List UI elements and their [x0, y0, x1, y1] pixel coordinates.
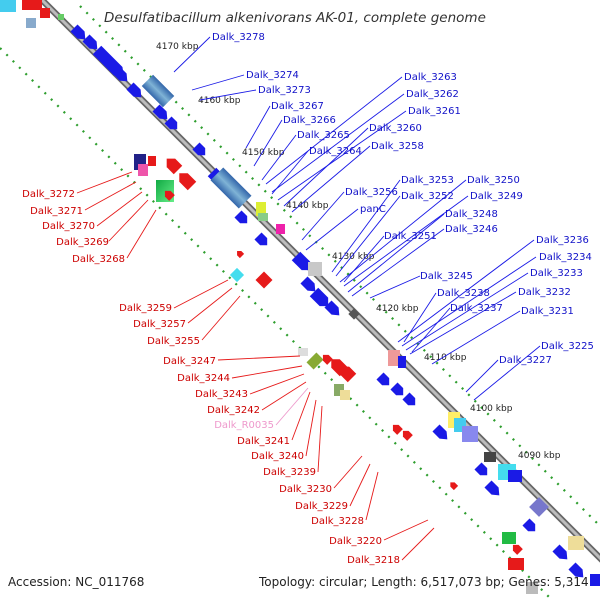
- gene-label: Dalk_3230: [279, 484, 332, 495]
- gene-label: Dalk_3268: [72, 254, 125, 265]
- gene-label: Dalk_3245: [420, 271, 473, 282]
- kbp-label: 4160 kbp: [198, 96, 241, 106]
- leader-lines-forward: [173, 36, 541, 401]
- kbp-label: 4170 kbp: [156, 42, 199, 52]
- gene-label: Dalk_3261: [408, 106, 461, 117]
- gene-label: Dalk_3253: [401, 175, 454, 186]
- gene-label: Dalk_3240: [251, 451, 304, 462]
- gene-label: Dalk_3231: [521, 306, 574, 317]
- gene-label: Dalk_3264: [309, 146, 362, 157]
- gene-label: Dalk_3269: [56, 237, 109, 248]
- gene-label: Dalk_3265: [297, 130, 350, 141]
- gene-label: Dalk_3256: [345, 187, 398, 198]
- kbp-label: 4150 kbp: [242, 148, 285, 158]
- gene-label: Dalk_3250: [467, 175, 520, 186]
- gene-label: Dalk_3266: [283, 115, 336, 126]
- gene-label: Dalk_3232: [518, 287, 571, 298]
- kbp-label: 4090 kbp: [518, 451, 561, 461]
- topology-text: Topology: circular; Length: 6,517,073 bp…: [258, 575, 589, 589]
- kbp-label: 4120 kbp: [376, 304, 419, 314]
- gene-label: Dalk_3218: [347, 555, 400, 566]
- gene-label: Dalk_3249: [470, 191, 523, 202]
- gene-label: Dalk_3247: [163, 356, 216, 367]
- gene-label: Dalk_3251: [384, 231, 437, 242]
- forward-tick-track: [79, 5, 600, 527]
- gene-label: Dalk_3260: [369, 123, 422, 134]
- gene-label: Dalk_3246: [445, 224, 498, 235]
- gene-label: Dalk_3272: [22, 189, 75, 200]
- gene-label: Dalk_3274: [246, 70, 299, 81]
- reverse-gene-labels: Dalk_3272 Dalk_3271 Dalk_3270 Dalk_3269 …: [22, 189, 400, 566]
- gene-label: Dalk_3237: [450, 303, 503, 314]
- gene-label: Dalk_3263: [404, 72, 457, 83]
- gene-label: Dalk_3236: [536, 235, 589, 246]
- gene-label: panC: [360, 204, 386, 215]
- gene-label: Dalk_3242: [207, 405, 260, 416]
- gene-label: Dalk_3234: [539, 252, 592, 263]
- gene-label: Dalk_3271: [30, 206, 83, 217]
- gene-label: Dalk_3227: [499, 355, 552, 366]
- gene-label: Dalk_3243: [195, 389, 248, 400]
- gene-label: Dalk_3258: [371, 141, 424, 152]
- map-title: Desulfatibacillum alkenivorans AK-01, co…: [104, 10, 486, 26]
- kbp-label: 4140 kbp: [286, 201, 329, 211]
- kbp-label: 4110 kbp: [424, 353, 467, 363]
- gene-label: Dalk_3225: [541, 341, 594, 352]
- gene-label: Dalk_3238: [437, 288, 490, 299]
- gene-label: Dalk_3267: [271, 101, 324, 112]
- kbp-label: 4100 kbp: [470, 404, 513, 414]
- gene-label: Dalk_3252: [401, 191, 454, 202]
- gene-label: Dalk_3278: [212, 32, 265, 43]
- gene-label: Dalk_3244: [177, 373, 230, 384]
- gene-label: Dalk_3262: [406, 89, 459, 100]
- leader-lines-rna: [275, 387, 309, 426]
- forward-genes: [70, 24, 600, 586]
- rna-label: Dalk_R0035: [214, 420, 274, 431]
- kbp-scale: 4170 kbp 4160 kbp 4150 kbp 4140 kbp 4130…: [156, 42, 561, 461]
- gene-label: Dalk_3270: [42, 221, 95, 232]
- gene-label: Dalk_3255: [147, 336, 200, 347]
- leader-lines-reverse: [76, 171, 435, 561]
- accession-text: Accession: NC_011768: [8, 575, 144, 589]
- gene-label: Dalk_3273: [258, 85, 311, 96]
- reverse-tick-track: [0, 47, 553, 600]
- kbp-label: 4130 kbp: [332, 252, 375, 262]
- gene-label: Dalk_3228: [311, 516, 364, 527]
- gene-label: Dalk_3257: [133, 319, 186, 330]
- gene-label: Dalk_3248: [445, 209, 498, 220]
- gene-label: Dalk_3241: [237, 436, 290, 447]
- gene-label: Dalk_3229: [295, 501, 348, 512]
- forward-gene-labels: Dalk_3278 Dalk_3274 Dalk_3273 Dalk_3267 …: [212, 32, 594, 366]
- gene-label: Dalk_3259: [119, 303, 172, 314]
- gene-label: Dalk_3220: [329, 536, 382, 547]
- gene-label: Dalk_3233: [530, 268, 583, 279]
- gene-label: Dalk_3239: [263, 467, 316, 478]
